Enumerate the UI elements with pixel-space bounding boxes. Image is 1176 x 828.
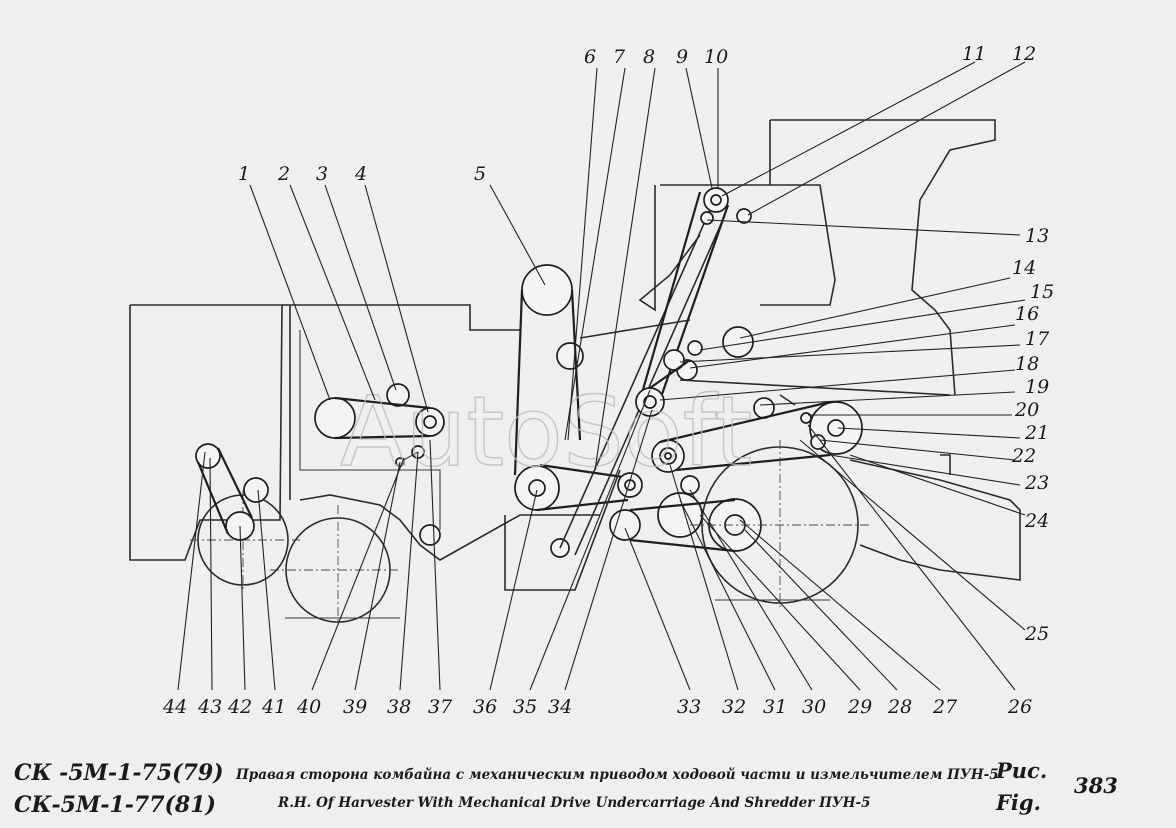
callout-37: 37 <box>428 696 453 718</box>
callout-33: 33 <box>677 696 701 718</box>
callout-15: 15 <box>1030 281 1054 303</box>
callout-20: 20 <box>1014 399 1039 421</box>
callout-12: 12 <box>1012 43 1036 65</box>
callout-6: 6 <box>584 46 596 68</box>
model-line-1: СК -5М-1-75(79) <box>14 760 224 786</box>
callout-36: 36 <box>473 696 497 718</box>
callout-29: 29 <box>847 696 872 718</box>
callout-30: 30 <box>802 696 826 718</box>
central-drive <box>504 209 726 591</box>
callout-7: 7 <box>613 46 626 68</box>
callout-44: 44 <box>162 696 187 718</box>
callout-42: 42 <box>227 696 252 718</box>
callout-18: 18 <box>1015 353 1039 375</box>
callout-38: 38 <box>387 696 411 718</box>
grain-tank <box>638 119 996 401</box>
callout-24: 24 <box>1024 510 1049 532</box>
fig-label-english: Fig. <box>996 790 1041 815</box>
callout-41: 41 <box>261 696 286 718</box>
leader-lines <box>177 61 1026 691</box>
figure-number: 383 <box>1074 773 1118 798</box>
callout-3: 3 <box>316 163 328 185</box>
callout-32: 32 <box>722 696 746 718</box>
callout-numbers: 1 2 3 4 5 6 7 8 9 10 11 12 13 14 15 16 1… <box>162 43 1054 718</box>
watermark: AutoSoft <box>340 376 752 488</box>
front-wheel <box>190 490 400 625</box>
callout-21: 21 <box>1024 422 1049 444</box>
callout-17: 17 <box>1025 328 1050 350</box>
caption-english: R.H. Of Harvester With Mechanical Drive … <box>278 795 871 811</box>
callout-8: 8 <box>643 46 655 68</box>
header-housing <box>129 304 600 561</box>
callout-31: 31 <box>763 696 787 718</box>
callout-2: 2 <box>277 163 290 185</box>
callout-13: 13 <box>1025 225 1049 247</box>
callout-19: 19 <box>1025 376 1049 398</box>
callout-1: 1 <box>238 163 250 185</box>
callout-11: 11 <box>962 43 986 65</box>
callout-22: 22 <box>1011 445 1036 467</box>
callout-23: 23 <box>1024 472 1049 494</box>
callout-4: 4 <box>354 163 367 185</box>
callout-5: 5 <box>474 163 486 185</box>
callout-10: 10 <box>704 46 728 68</box>
callout-28: 28 <box>887 696 912 718</box>
callout-25: 25 <box>1024 623 1049 645</box>
fig-label-russian: Рис. <box>996 758 1048 783</box>
callout-16: 16 <box>1015 303 1039 325</box>
left-belt-drive <box>195 383 445 546</box>
callout-35: 35 <box>513 696 537 718</box>
callout-14: 14 <box>1012 257 1036 279</box>
callout-43: 43 <box>197 696 222 718</box>
caption-russian: Правая сторона комбайна с механическим п… <box>236 767 999 783</box>
callout-34: 34 <box>548 696 572 718</box>
callout-9: 9 <box>676 46 688 68</box>
callout-40: 40 <box>296 696 321 718</box>
callout-26: 26 <box>1007 696 1032 718</box>
model-line-2: СК-5М-1-77(81) <box>14 792 216 818</box>
callout-39: 39 <box>343 696 367 718</box>
callout-27: 27 <box>932 696 958 718</box>
